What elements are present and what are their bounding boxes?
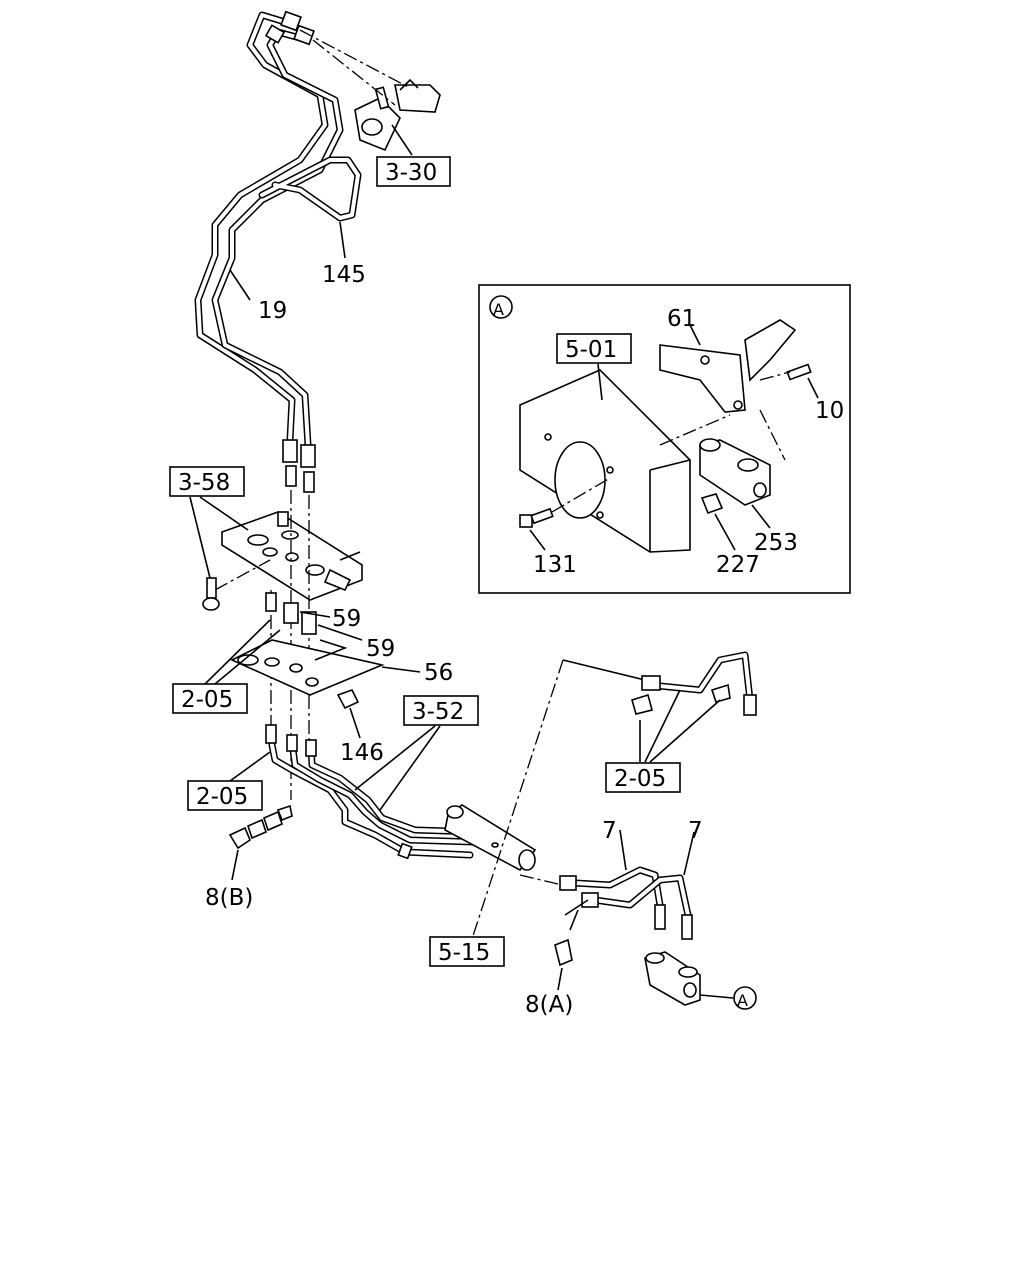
frame-tube-5-15 (444, 804, 537, 872)
frame-rail (519, 369, 691, 553)
junction-block (644, 951, 701, 1006)
leader-56 (381, 666, 421, 673)
leader-61 (689, 324, 701, 346)
callout-146: 146 (340, 740, 384, 766)
callout-box-2-05a (172, 683, 248, 714)
upper-bracket-plate (221, 511, 363, 601)
callout-7b: 7 (688, 818, 703, 844)
callout-box-3-58 (169, 466, 245, 497)
dash-bolt (214, 559, 271, 591)
callout-3-30: 3-30 (385, 160, 437, 186)
leader-2-05c (639, 689, 721, 763)
detail-a-marker (733, 986, 757, 1010)
leader-227 (714, 513, 736, 551)
callout-19: 19 (258, 298, 287, 324)
bolt-upper (202, 577, 220, 611)
bolt-131 (519, 507, 554, 528)
leader-2-05a (204, 619, 281, 685)
dash-5-15 (469, 659, 564, 946)
brake-pipe-145-loop (258, 156, 362, 222)
collar-59a (265, 592, 299, 624)
dash-bolt-131 (551, 477, 611, 513)
leader-7b (683, 831, 695, 876)
callout-61: 61 (667, 306, 696, 332)
callout-8a: 8(A) (525, 992, 573, 1018)
detail-a-inset: A 61 10 5-01 253 22 (478, 284, 851, 594)
leader-59a (299, 611, 331, 618)
lower-pipes (265, 724, 484, 860)
leader-7a (619, 829, 627, 871)
leader-253 (751, 504, 771, 529)
leader-dash-1 (299, 29, 411, 89)
leader-a-marker (699, 994, 734, 999)
clips-8b (228, 804, 293, 850)
leader-131 (529, 529, 546, 551)
lower-bracket-plate-56 (230, 639, 385, 696)
leader-8b (231, 849, 239, 881)
callout-8b: 8(B) (205, 885, 253, 911)
callout-59a: 59 (332, 606, 361, 632)
leader-145 (339, 221, 346, 259)
dash-hose (519, 874, 563, 886)
callout-145: 145 (322, 262, 366, 288)
callout-box-3-30 (376, 156, 451, 187)
callout-box-3-52 (403, 695, 479, 726)
leader-dash-2 (312, 39, 396, 106)
callout-box-2-05b (187, 780, 263, 811)
callout-2-05a: 2-05 (181, 687, 233, 713)
nut-227 (700, 493, 724, 515)
callout-box-5-15 (429, 936, 505, 967)
detail-a-inset-marker-label: A (493, 300, 504, 319)
leader-3-30 (391, 124, 413, 156)
line-5-15-top (562, 659, 646, 681)
bracket-61 (659, 344, 746, 413)
callout-56: 56 (424, 660, 453, 686)
callout-59b: 59 (366, 636, 395, 662)
leader-8a (557, 967, 563, 991)
callout-227: 227 (716, 552, 760, 578)
callout-2-05c: 2-05 (614, 766, 666, 792)
frame-hole (554, 441, 606, 519)
callout-5-01: 5-01 (565, 337, 617, 363)
callout-2-05b: 2-05 (196, 784, 248, 810)
leader-8a-frame (564, 899, 589, 931)
detail-a-inset-marker (489, 295, 513, 319)
dash-junction-2 (759, 409, 786, 461)
master-cylinder (354, 78, 441, 152)
leader-3-58 (189, 496, 249, 579)
callout-box-5-01 (556, 333, 632, 364)
callout-box-2-05c (605, 762, 681, 793)
leader-5-01 (597, 363, 603, 401)
leader-10 (807, 377, 819, 399)
collar-59b (301, 611, 317, 635)
brake-pipe-19 (194, 11, 344, 449)
detail-a-marker-label: A (737, 991, 748, 1010)
junction-253 (699, 439, 771, 506)
callout-5-15: 5-15 (438, 940, 490, 966)
dash-junction (659, 414, 731, 446)
callout-3-58: 3-58 (178, 470, 230, 496)
nut-146 (336, 689, 360, 710)
hoses-7 (559, 866, 693, 940)
callout-131: 131 (533, 552, 577, 578)
pipe-fittings-top (264, 10, 316, 493)
pipe-upper-right (631, 651, 757, 716)
dash-bolt-10 (759, 371, 791, 381)
clip-8a (554, 938, 573, 967)
callout-7a: 7 (602, 818, 617, 844)
leader-146 (349, 707, 361, 739)
leader-59b (317, 624, 363, 641)
callout-3-52: 3-52 (412, 699, 464, 725)
leader-3-52 (354, 725, 441, 811)
bolt-10 (786, 363, 812, 381)
callout-10: 10 (815, 398, 844, 424)
leader-2-05b (229, 751, 271, 782)
leader-19 (229, 269, 251, 301)
callout-253: 253 (754, 530, 798, 556)
